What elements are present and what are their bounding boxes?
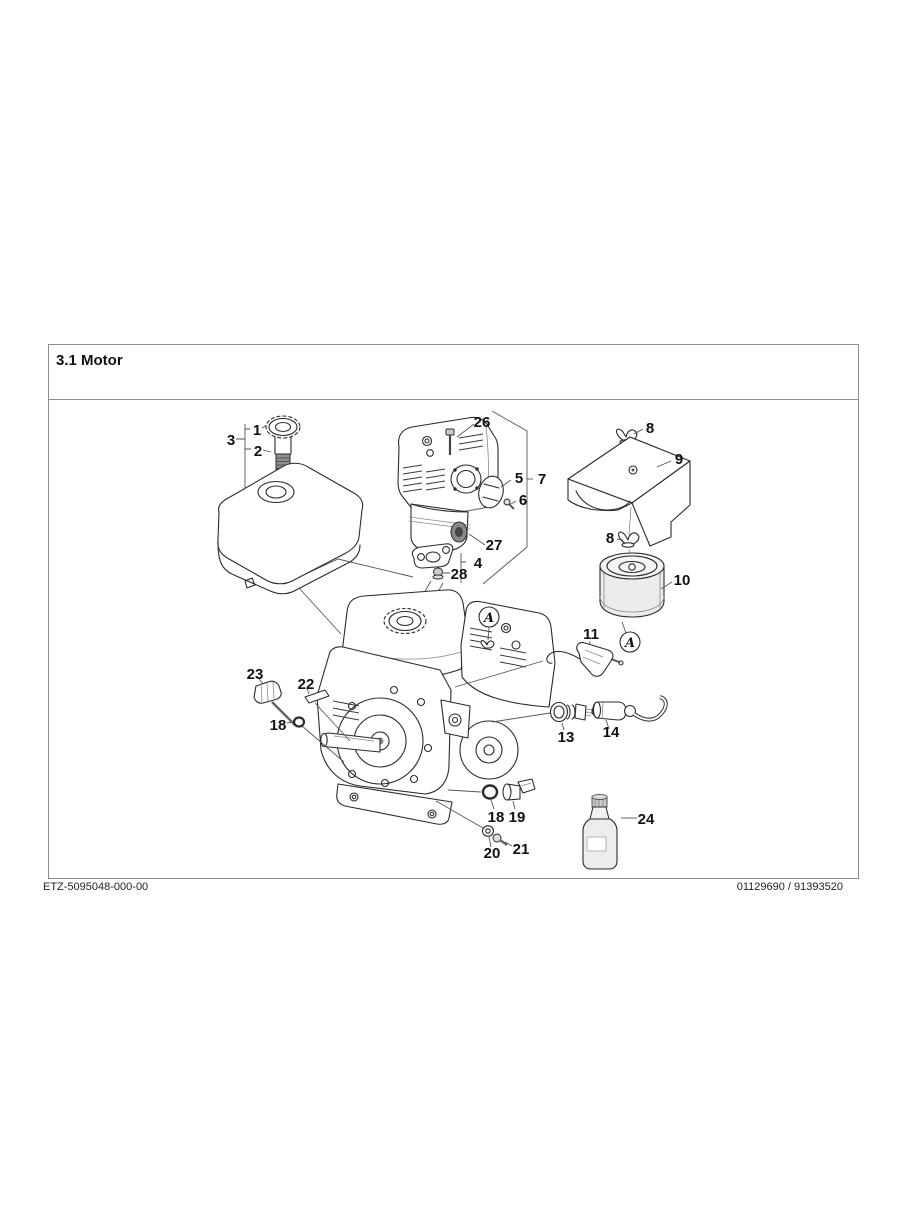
- callout-9: 9: [675, 451, 683, 468]
- spark-plug: [491, 701, 597, 731]
- callout-26: 26: [474, 414, 491, 431]
- cover-plate-5: [478, 475, 504, 509]
- callout-23: 23: [247, 666, 264, 683]
- nut-28: [432, 567, 444, 580]
- callout-20: 20: [484, 845, 501, 862]
- page-title: 3.1 Motor: [56, 352, 123, 369]
- spark-plug-connector: [592, 695, 668, 730]
- callout-14: 14: [603, 724, 620, 741]
- engine-assembly: [316, 589, 556, 825]
- callout-13: 13: [558, 729, 575, 746]
- oil-dipstick-group: [253, 678, 345, 763]
- washer-screw-group: [435, 800, 513, 848]
- callout-18-lower: 18: [488, 809, 505, 826]
- callout-19: 19: [509, 809, 526, 826]
- bottle-label: [586, 836, 607, 852]
- wing-nut-lower: [618, 531, 640, 548]
- callout-18-upper: 18: [270, 717, 287, 734]
- callout-6: 6: [519, 492, 527, 509]
- oil-drain-group: [447, 778, 536, 810]
- callout-8-lower: 8: [606, 530, 614, 547]
- shaft-key: [304, 688, 351, 742]
- air-filter-element: [599, 552, 665, 618]
- engine-wing-nut: [480, 640, 495, 649]
- air-cleaner-group: [567, 428, 691, 618]
- exhaust-gasket: [411, 543, 454, 569]
- callout-labels: 1 2 3 26 5 7 6 27 4 28 8 9 8 10 11 13 14…: [227, 414, 691, 862]
- callout-8-top: 8: [646, 420, 654, 437]
- fuel-tank-group: [217, 415, 414, 635]
- screw-6: [503, 498, 515, 510]
- muffler-cover: [397, 416, 499, 518]
- air-cleaner-cover: [567, 436, 691, 547]
- callout-21: 21: [513, 841, 530, 858]
- callout-a-engine: A: [482, 611, 494, 626]
- callout-28: 28: [451, 566, 468, 583]
- callout-10: 10: [674, 572, 691, 589]
- starter-handle: [454, 640, 624, 688]
- screw-26: [445, 428, 455, 455]
- callout-7: 7: [538, 471, 546, 488]
- callout-11: 11: [583, 626, 599, 643]
- tank-cap: [265, 415, 301, 439]
- muffler-group: [397, 410, 533, 625]
- oil-bottle: [582, 794, 637, 870]
- washer-20: [481, 825, 495, 837]
- callout-3: 3: [227, 432, 235, 449]
- muffler: [408, 503, 471, 561]
- callout-4: 4: [474, 555, 483, 572]
- fuel-tank: [217, 462, 364, 595]
- screw-21: [492, 833, 502, 843]
- callout-a-filter: A: [623, 636, 635, 651]
- callout-24: 24: [638, 811, 655, 828]
- callout-27: 27: [486, 537, 503, 554]
- detail-marker-a2: [619, 621, 641, 653]
- callout-2: 2: [254, 443, 262, 460]
- header-divider: [49, 399, 858, 400]
- part-reference-numbers: 01129690 / 91393520: [736, 881, 843, 893]
- callout-1: 1: [253, 422, 261, 439]
- callout-22: 22: [298, 676, 315, 693]
- callout-5: 5: [515, 470, 523, 487]
- detail-marker-a1: [478, 606, 500, 641]
- document-number: ETZ-5095048-000-00: [43, 881, 149, 893]
- seal-ring-18-upper: [292, 716, 306, 728]
- seal-ring-18-lower: [481, 784, 499, 800]
